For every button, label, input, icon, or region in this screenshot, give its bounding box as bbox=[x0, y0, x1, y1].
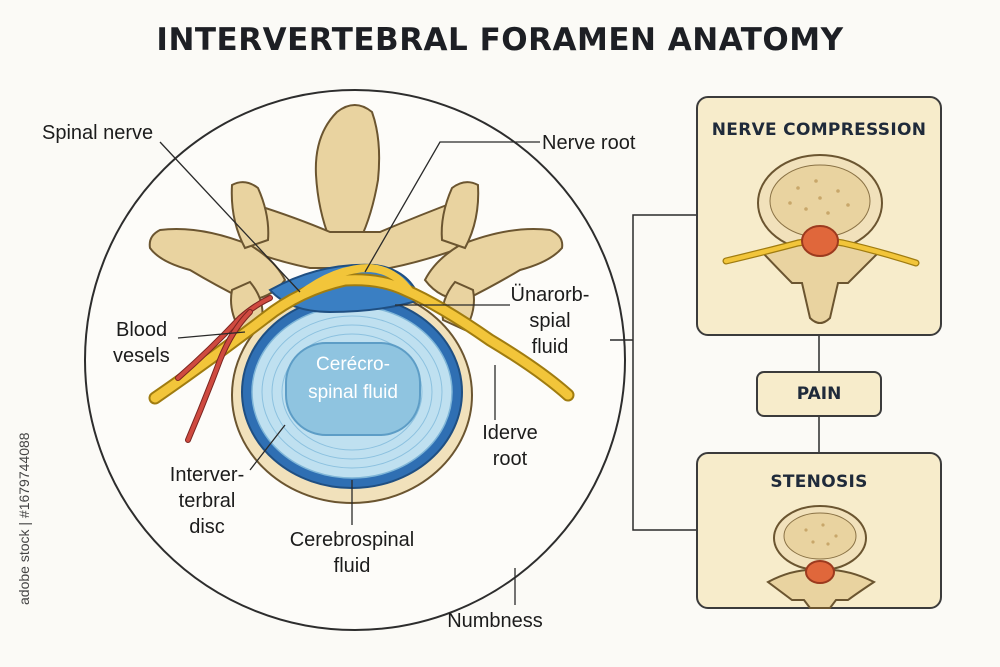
pain-box: PAIN bbox=[756, 371, 882, 417]
panel-stenosis: STENOSIS bbox=[696, 452, 942, 609]
label-iderve: Iderve bbox=[482, 422, 538, 444]
label-spial: spial bbox=[529, 310, 571, 332]
label-nerve-root-top: Nerve root bbox=[542, 132, 636, 154]
label-interver: Inter­ver- bbox=[169, 464, 245, 486]
label-vessels: vesels bbox=[113, 345, 170, 367]
label-csf-fluid: fluid bbox=[333, 555, 371, 577]
label-terbral: terbral bbox=[178, 490, 236, 512]
left-articular-process bbox=[230, 181, 270, 250]
label-cerebrospinal: Cerebrospinal bbox=[289, 529, 415, 551]
label-disc: disc bbox=[189, 516, 225, 538]
spinous-process bbox=[314, 104, 381, 241]
panel-title-stenosis: STENOSIS bbox=[770, 472, 868, 492]
right-articular-process bbox=[440, 181, 480, 250]
nucleus bbox=[285, 342, 421, 436]
compression-illustration bbox=[722, 154, 920, 324]
panel-nerve-compression: NERVE COMPRESSION bbox=[696, 96, 942, 336]
label-numbness: Numbness bbox=[447, 610, 543, 632]
stenosis-illustration bbox=[766, 505, 876, 609]
label-center-1: Cerécro- bbox=[316, 354, 390, 375]
label-root: root bbox=[492, 448, 528, 470]
watermark-text: adobe stock | #1679744088 bbox=[16, 432, 32, 605]
panel-title-compression: NERVE COMPRESSION bbox=[711, 120, 927, 140]
watermark: adobe stock | #1679744088 bbox=[0, 420, 32, 620]
label-center-2: spinal fluid bbox=[308, 382, 398, 403]
label-unreadable: Ünarorb- bbox=[510, 284, 590, 306]
label-fluid-right: fluid bbox=[531, 336, 569, 358]
page-title: INTERVERTEBRAL FORAMEN ANATOMY bbox=[156, 22, 844, 58]
label-spinal-nerve: Spinal nerve bbox=[42, 122, 154, 144]
label-blood: Blood bbox=[116, 319, 168, 341]
